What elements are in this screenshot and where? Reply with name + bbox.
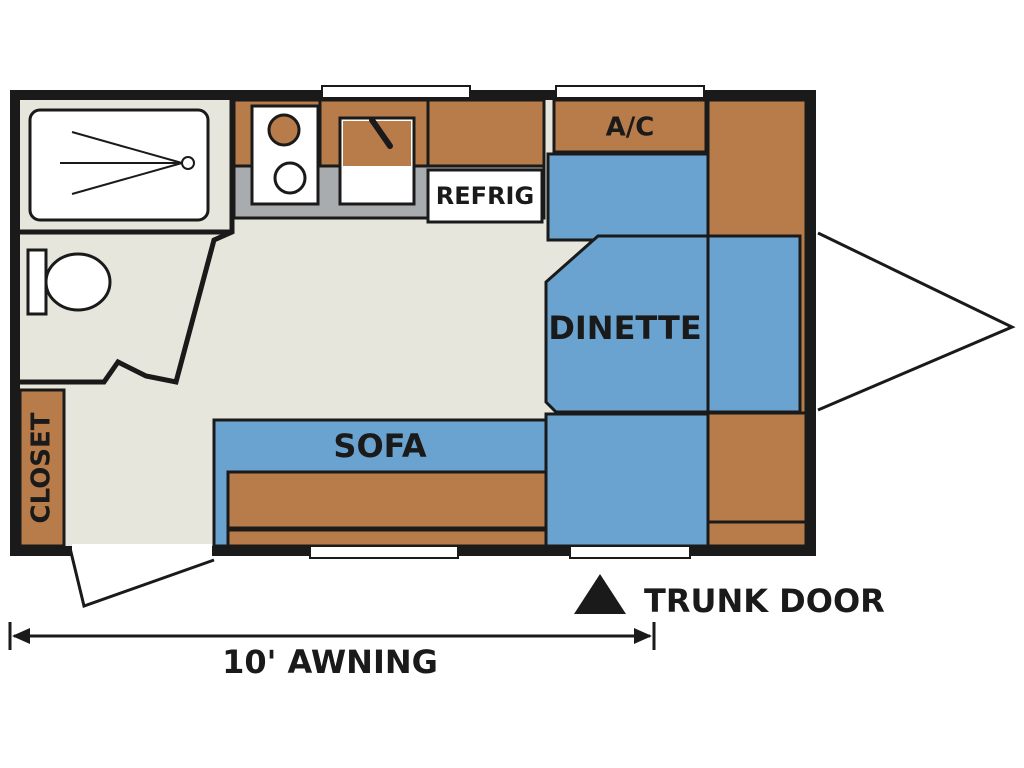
awning-label: 10' AWNING xyxy=(222,643,438,681)
sofa-base-lower xyxy=(226,528,548,548)
sofa-label: SOFA xyxy=(333,427,426,465)
window-bottom-1 xyxy=(309,545,459,559)
shower-drain-line xyxy=(71,162,183,195)
dinette-back-cushion xyxy=(546,152,710,242)
counter-top-right xyxy=(426,98,546,168)
triangle-icon xyxy=(574,574,626,614)
refrigerator xyxy=(426,168,544,224)
toilet-tank xyxy=(26,248,48,316)
stove-burner xyxy=(273,161,307,195)
shower-drain-line xyxy=(71,131,183,164)
dinette-label: DINETTE xyxy=(548,309,701,347)
shower-drain-icon xyxy=(181,156,195,170)
arrow-left-icon xyxy=(12,628,30,644)
closet xyxy=(18,388,66,548)
toilet-bowl xyxy=(44,252,112,312)
faucet-icon xyxy=(369,117,393,149)
stove-burner xyxy=(267,113,301,147)
window-top-1 xyxy=(321,85,471,99)
ac-unit xyxy=(552,98,708,154)
sofa-base xyxy=(226,470,548,530)
arrow-right-icon xyxy=(634,628,652,644)
trailer-hitch xyxy=(817,231,1016,412)
ac-label: A/C xyxy=(606,113,655,143)
entry-door-opening xyxy=(72,544,212,558)
window-top-2 xyxy=(555,85,705,99)
closet-label: CLOSET xyxy=(27,412,57,523)
entry-door xyxy=(68,547,215,608)
refrig-label: REFRIG xyxy=(436,182,534,210)
trunk-door-label: TRUNK DOOR xyxy=(644,582,885,620)
window-bottom-2 xyxy=(569,545,691,559)
dinette-table xyxy=(544,234,802,414)
dinette-seat xyxy=(544,412,710,548)
